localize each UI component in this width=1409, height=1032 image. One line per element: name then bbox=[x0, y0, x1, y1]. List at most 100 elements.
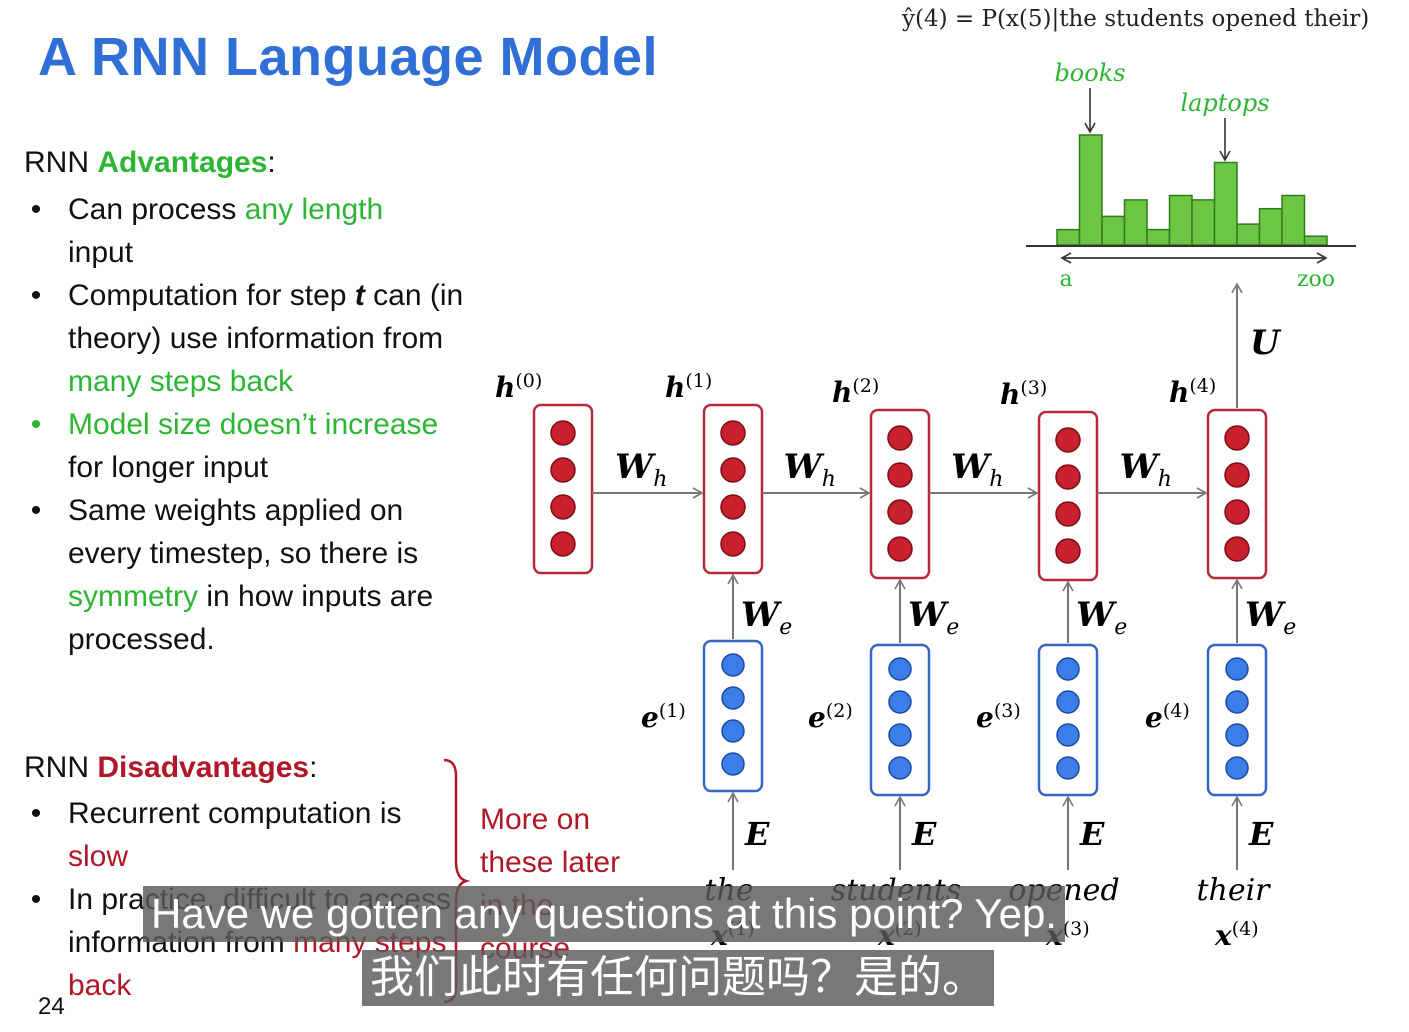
list-item: • Recurrent computation is slow bbox=[24, 792, 454, 878]
hidden-state-box bbox=[1206, 408, 1268, 580]
we-matrix-label: We bbox=[1076, 595, 1127, 640]
bullet-icon: • bbox=[30, 494, 42, 527]
embedding-neuron bbox=[721, 752, 745, 776]
rnn-network: h(0)h(1)h(2)h(3)h(4)WhWhWhWhe(1)WeEthex(… bbox=[495, 370, 1296, 952]
bullet-text: input bbox=[68, 236, 134, 269]
embedding-neuron bbox=[1225, 723, 1249, 747]
embedding-neuron bbox=[721, 653, 745, 677]
embedding-box bbox=[1037, 643, 1099, 797]
list-item: • Same weights applied on every timestep… bbox=[24, 489, 464, 661]
heading-word: Advantages bbox=[97, 146, 268, 179]
probability-formula: ŷ(4) = P(x(5)|the students opened their) bbox=[902, 6, 1370, 32]
advantages-heading: RNN Advantages: bbox=[24, 146, 276, 180]
hidden-neuron bbox=[1224, 462, 1250, 488]
hidden-neuron bbox=[1055, 538, 1081, 564]
wh-matrix-label: Wh bbox=[951, 447, 1003, 492]
embedding-box bbox=[1206, 643, 1268, 797]
subtitle-english: Have we gotten any questions at this poi… bbox=[143, 886, 1065, 942]
list-item: • Computation for step t can (in theory)… bbox=[24, 274, 464, 403]
e-matrix-label: E bbox=[1248, 815, 1274, 853]
histogram-bar bbox=[1146, 228, 1171, 246]
bullet-text: Computation for step bbox=[68, 279, 355, 312]
heading-prefix: RNN bbox=[24, 146, 98, 179]
embedding-neuron bbox=[1225, 756, 1249, 780]
hidden-neuron bbox=[720, 457, 746, 483]
bullet-var: t bbox=[354, 279, 365, 312]
hidden-state-label: h(1) bbox=[665, 370, 712, 404]
histogram-bar bbox=[1078, 134, 1103, 246]
bullet-text: Same weights applied on every timestep, … bbox=[68, 494, 419, 570]
hidden-neuron bbox=[1055, 427, 1081, 453]
hidden-neuron bbox=[720, 531, 746, 557]
wh-matrix-label: Wh bbox=[784, 447, 836, 492]
bullet-text: Can process bbox=[68, 193, 245, 226]
we-matrix-label: We bbox=[908, 595, 959, 640]
we-matrix-label: We bbox=[741, 595, 792, 640]
heading-prefix: RNN bbox=[24, 751, 98, 784]
histogram-bars bbox=[1056, 134, 1328, 246]
axis-start-label: a bbox=[1059, 267, 1072, 292]
histogram-bar bbox=[1168, 194, 1193, 246]
embedding-box bbox=[702, 639, 764, 793]
e-matrix-label: E bbox=[744, 815, 770, 853]
embedding-neuron bbox=[888, 756, 912, 780]
hidden-neuron bbox=[1055, 501, 1081, 527]
bullet-highlight: Model size doesn’t increase bbox=[68, 408, 439, 441]
histogram-bar bbox=[1258, 207, 1283, 246]
hidden-state-label: h(4) bbox=[1169, 375, 1216, 409]
hidden-neuron bbox=[550, 494, 576, 520]
hidden-neuron bbox=[1224, 499, 1250, 525]
e-matrix-label: E bbox=[1079, 815, 1105, 853]
hidden-state-box bbox=[1037, 410, 1099, 582]
histogram-bar bbox=[1213, 161, 1238, 246]
wh-matrix-label: Wh bbox=[615, 447, 667, 492]
output-histogram: a zoo books laptops bbox=[1026, 59, 1356, 292]
heading-suffix: : bbox=[309, 751, 318, 784]
bullet-text: for longer input bbox=[68, 451, 269, 484]
hidden-neuron bbox=[1224, 536, 1250, 562]
bullet-icon: • bbox=[30, 193, 42, 226]
bullet-icon: • bbox=[30, 883, 42, 916]
bullet-icon: • bbox=[30, 797, 42, 830]
bullet-text: in how inputs are processed. bbox=[68, 580, 434, 656]
hidden-neuron bbox=[887, 536, 913, 562]
hidden-neuron bbox=[1055, 464, 1081, 490]
embedding-neuron bbox=[1056, 723, 1080, 747]
histogram-bar bbox=[1123, 199, 1148, 246]
axis-end-label: zoo bbox=[1297, 267, 1335, 292]
input-word: their bbox=[1196, 873, 1271, 908]
embedding-neuron bbox=[1056, 756, 1080, 780]
hidden-neuron bbox=[887, 499, 913, 525]
embedding-neuron bbox=[721, 686, 745, 710]
embedding-label: e(2) bbox=[808, 700, 853, 734]
bullet-text: can (in theory) use information from bbox=[68, 279, 464, 355]
e-matrix-label: E bbox=[911, 815, 937, 853]
list-item: • Can process any length input bbox=[24, 188, 464, 274]
hidden-neuron bbox=[720, 420, 746, 446]
hidden-neuron bbox=[887, 462, 913, 488]
heading-word: Disadvantages bbox=[97, 751, 310, 784]
bullet-icon: • bbox=[30, 279, 42, 312]
slide-title: A RNN Language Model bbox=[38, 27, 659, 87]
advantages-list: • Can process any length input • Computat… bbox=[24, 188, 464, 661]
hidden-neuron bbox=[720, 494, 746, 520]
histogram-bar bbox=[1236, 223, 1261, 246]
hidden-state-box bbox=[532, 403, 594, 575]
hidden-state-label: h(2) bbox=[832, 375, 879, 409]
disadvantages-heading: RNN Disadvantages: bbox=[24, 751, 317, 785]
embedding-label: e(1) bbox=[641, 700, 686, 734]
embedding-label: e(3) bbox=[976, 700, 1021, 734]
input-token-label: x(4) bbox=[1214, 918, 1259, 952]
embedding-neuron bbox=[1056, 657, 1080, 681]
histogram-bar bbox=[1101, 215, 1126, 246]
we-matrix-label: We bbox=[1245, 595, 1296, 640]
bullet-highlight: any length bbox=[244, 193, 384, 226]
bullet-highlight: symmetry bbox=[68, 580, 198, 613]
bullet-highlight: many steps back bbox=[68, 365, 294, 398]
embedding-neuron bbox=[1225, 657, 1249, 681]
bullet-highlight: slow bbox=[68, 840, 129, 873]
embedding-neuron bbox=[888, 723, 912, 747]
hidden-neuron bbox=[550, 420, 576, 446]
histogram-bar bbox=[1191, 199, 1216, 246]
